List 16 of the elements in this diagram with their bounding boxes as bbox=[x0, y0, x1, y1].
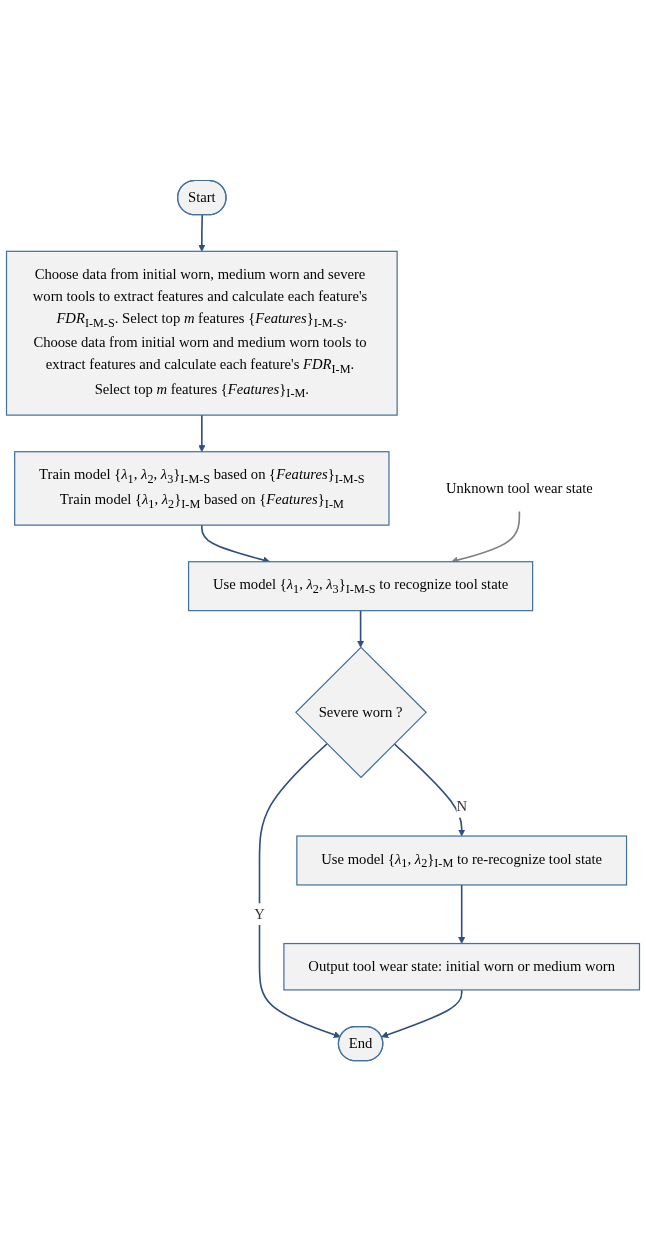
node-box: Output tool wear state: initial worn or medium worn bbox=[283, 942, 641, 991]
node-diamond: Severe worn ? bbox=[295, 646, 427, 779]
node-box: Use model {λ$_{1}$, λ$_{2}$, λ$_{3}$}$_{I-M-S}$ to recognize tool state bbox=[187, 561, 534, 612]
edge-label: Y bbox=[254, 905, 265, 922]
arrow bbox=[198, 214, 206, 252]
arrow bbox=[458, 884, 466, 944]
node-text: Unknown tool wear state bbox=[445, 479, 593, 497]
edge-label: N bbox=[456, 798, 467, 815]
node-box: Choose data from initial worn, medium worn and severe worn tools to extract features and calculate each feature's FDR$_{I-M-S}$. Select top m features {Features}$_{I-M-S}$. Choose data from initial worn and medium worn tools to extract features and calculate each feature's FDR$_{I-M}$. Select top m features {Features}$_{I-M}$. bbox=[5, 250, 398, 416]
arrow bbox=[357, 609, 365, 648]
node-box: Train model {λ$_{1}$, λ$_{2}$, λ$_{3}$}$_{I-M-S}$ based on {Features}$_{I-M-S}$ Train model {λ$_{1}$, λ$_{2}$}$_{I-M}$ based on {Features}$_{I-M}$ bbox=[14, 451, 390, 526]
arrow bbox=[258, 742, 341, 1038]
arrow bbox=[393, 742, 466, 837]
arrow bbox=[381, 989, 463, 1038]
arrow bbox=[198, 414, 206, 452]
node-box: Use model {λ$_{1}$, λ$_{2}$}$_{I-M}$ to re-recognize tool state bbox=[296, 835, 628, 886]
